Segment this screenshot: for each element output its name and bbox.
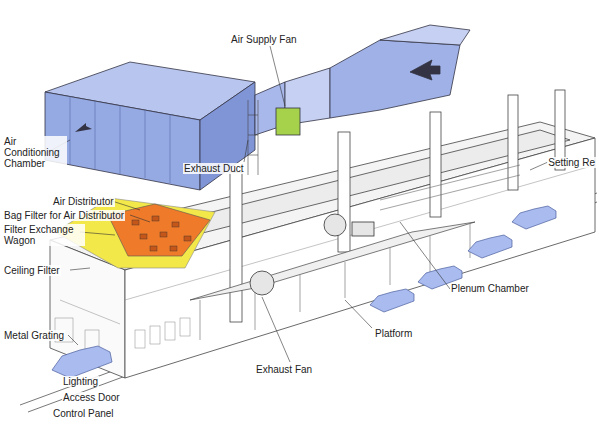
part-label: Air Distributor [52,196,115,207]
part-label: Air Conditioning Chamber [3,136,67,169]
part-label: Platform [374,328,413,339]
part-label: Bag Filter for Air Distributor [3,210,125,221]
part-label: Exhaust Fan [255,364,313,375]
part-label: Access Door [62,392,121,403]
part-label: Ceiling Filter [3,265,61,276]
part-label: Filter Exchange Wagon [3,224,85,246]
part-label: Air Supply Fan [230,34,298,45]
part-label: Lighting [62,376,99,387]
part-label: Metal Grating [3,330,65,341]
part-label: Plenum Chamber [450,283,530,294]
part-label: Setting Re [547,157,596,168]
part-label: Control Panel [52,408,115,419]
part-label: Exhaust Duct [183,163,244,174]
